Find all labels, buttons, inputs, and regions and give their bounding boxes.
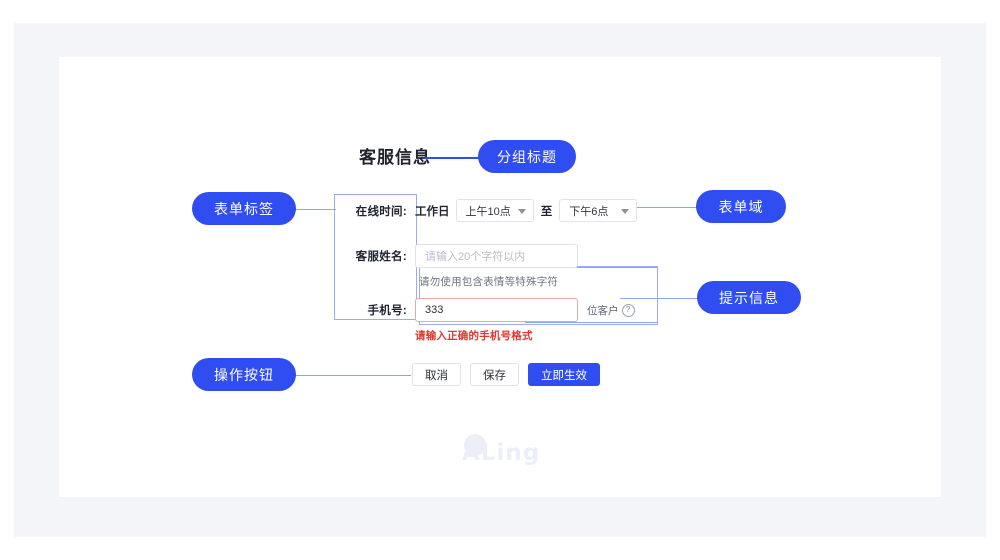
- question-mark-icon[interactable]: ?: [621, 303, 635, 317]
- content-card: [59, 57, 941, 497]
- apply-now-button[interactable]: 立即生效: [528, 363, 600, 386]
- select-time-to-value: 下午6点: [569, 205, 609, 218]
- annotation-pill-form-field: 表单域: [696, 190, 786, 223]
- form-row-phone: 手机号: 333 位客户 ?: [334, 298, 635, 322]
- annotation-pill-form-label: 表单标签: [192, 192, 296, 225]
- input-agent-name[interactable]: 请输入20个字符以内: [415, 244, 578, 268]
- action-button-group: 取消 保存 立即生效: [412, 363, 600, 386]
- chevron-down-icon: [517, 208, 526, 214]
- chevron-down-icon: [621, 208, 630, 214]
- label-agent-name: 客服姓名:: [355, 251, 407, 263]
- connector-error-text: [525, 322, 657, 323]
- text-weekday: 工作日: [415, 205, 450, 218]
- connector-action-buttons: [291, 375, 411, 376]
- watermark-dot: [464, 434, 486, 456]
- text-time-separator: 至: [540, 205, 553, 218]
- label-online-time: 在线时间:: [355, 205, 407, 218]
- form-row-online-time: 在线时间: 工作日 上午10点 至 下午6点: [334, 198, 638, 223]
- annotation-pill-hint-message: 提示信息: [697, 281, 801, 314]
- suffix-phone-label: 位客户: [587, 304, 619, 317]
- suffix-phone: 位客户 ?: [587, 303, 635, 318]
- connector-form-field: [614, 207, 701, 208]
- connector-form-label: [291, 209, 336, 210]
- helper-text-agent-name: 请勿使用包含表情等特殊字符: [419, 276, 559, 288]
- form-row-agent-name: 客服姓名: 请输入20个字符以内: [334, 244, 578, 268]
- error-message-phone: 请输入正确的手机号格式: [415, 330, 533, 342]
- connector-group-title: [425, 157, 485, 159]
- cancel-button[interactable]: 取消: [412, 363, 461, 386]
- annotation-pill-action-buttons: 操作按钮: [192, 358, 296, 391]
- annotation-pill-group-title: 分组标题: [478, 140, 576, 173]
- watermark-text: ALing: [462, 440, 541, 466]
- watermark: ALing: [462, 434, 542, 474]
- input-phone-value: 333: [425, 304, 444, 316]
- save-button[interactable]: 保存: [470, 363, 519, 386]
- page-title: 客服信息: [359, 148, 431, 167]
- input-phone[interactable]: 333: [415, 298, 578, 322]
- connector-hint: [620, 298, 702, 299]
- connector-helper-text: [533, 267, 657, 268]
- select-time-to[interactable]: 下午6点: [559, 199, 638, 222]
- label-phone: 手机号:: [367, 305, 407, 317]
- select-time-from[interactable]: 上午10点: [455, 199, 534, 222]
- select-time-from-value: 上午10点: [465, 205, 511, 218]
